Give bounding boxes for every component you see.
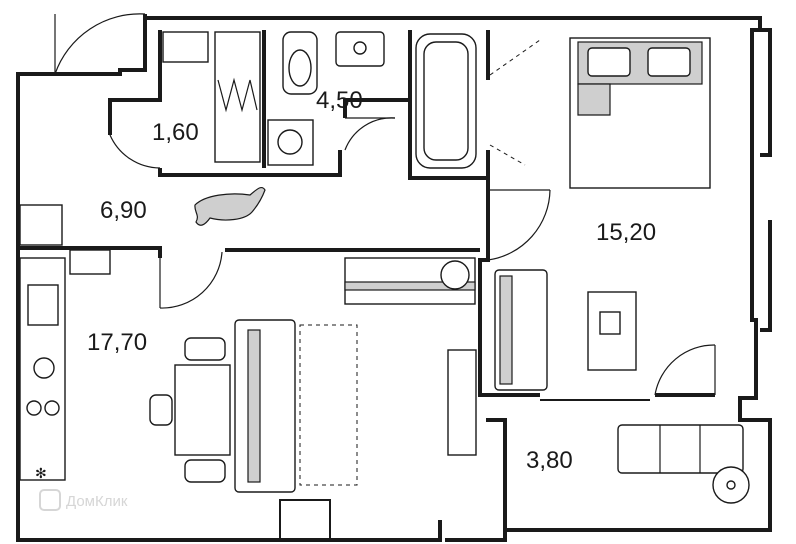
stove-burner-icon — [26, 400, 42, 416]
bedroom-furniture — [494, 37, 711, 391]
area-label-bathroom: 4,50 — [316, 87, 363, 114]
kitchen-furniture: ✻ — [19, 204, 111, 481]
fridge-icon — [69, 249, 111, 275]
chair-icon — [184, 337, 226, 361]
watermark-text: ДомКлик — [66, 493, 128, 510]
shower-cabinet — [214, 31, 261, 163]
asterisk-icon: ✻ — [35, 465, 47, 481]
cooktop-icon — [19, 204, 63, 246]
watermark: ДомКлик — [39, 489, 128, 511]
area-label-bedroom: 15,20 — [596, 219, 656, 246]
area-label-hallway: 6,90 — [100, 197, 147, 224]
sofa-icon — [234, 319, 296, 493]
pillow-icon — [647, 47, 691, 77]
plant-icon — [440, 260, 470, 290]
rug-outline — [299, 324, 358, 486]
dog-icon — [194, 186, 266, 226]
area-label-balcony: 3,80 — [526, 447, 573, 474]
entrance-door-swing — [54, 13, 146, 75]
area-labels: 1,60 4,50 6,90 15,20 17,70 3,80 — [87, 87, 656, 474]
bath-small-door-swing — [109, 134, 161, 169]
outer-walls — [16, 14, 772, 542]
balcony-furniture — [617, 424, 750, 504]
bedroom-door-swing — [487, 189, 551, 261]
bathroom-fixtures — [162, 31, 477, 169]
bath-door-swing — [344, 117, 396, 151]
area-label-bathroom-small: 1,60 — [152, 119, 199, 146]
domclick-logo-icon — [39, 489, 61, 511]
living-furniture — [149, 257, 477, 493]
tv-icon — [447, 349, 477, 456]
pillow-icon — [587, 47, 631, 77]
balcony-door-swing — [654, 344, 716, 396]
door-swings — [54, 13, 716, 396]
chair-icon — [149, 394, 173, 426]
washing-shelf — [162, 31, 209, 63]
kitchen-sink-icon — [27, 284, 59, 326]
kitchen-door-swing — [159, 251, 223, 309]
dining-table-icon — [174, 364, 231, 456]
chair-icon — [184, 459, 226, 483]
area-label-kitchen-living: 17,70 — [87, 329, 147, 356]
balcony-sofa-icon — [617, 424, 744, 474]
stove-burner-icon — [44, 400, 60, 416]
stove-burner-icon — [33, 357, 55, 379]
